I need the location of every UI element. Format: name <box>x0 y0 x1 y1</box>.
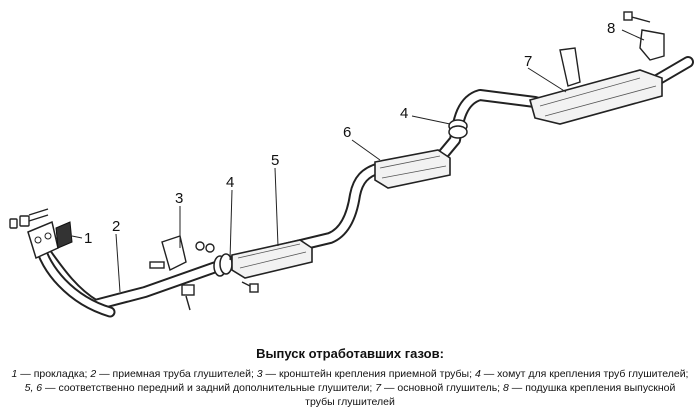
legend-text-5-6: — соответственно передний и задний допол… <box>42 382 376 394</box>
legend-text-8: — подушка крепления выпускной трубы глуш… <box>305 382 676 408</box>
legend-num-8: 8 <box>503 382 509 394</box>
legend-text-4: — хомут для крепления труб глушителей; <box>480 368 689 380</box>
callout-labels: 1 2 3 4 5 6 4 7 8 <box>84 20 615 247</box>
callout-leaders <box>71 29 645 293</box>
legend-num-7: 7 <box>375 382 382 394</box>
caption-title: Выпуск отработавших газов: <box>256 346 444 361</box>
figure-caption: Выпуск отработавших газов: 1 — прокладка… <box>0 346 700 409</box>
main-muffler <box>529 47 663 125</box>
legend-text-1: — прокладка; <box>17 368 91 380</box>
gasket-bolts <box>9 208 49 229</box>
callout-4-rear: 4 <box>400 105 408 122</box>
front-additional-muffler <box>231 239 313 279</box>
callout-7: 7 <box>524 53 532 70</box>
mounting-cushion <box>623 11 665 61</box>
rear-additional-muffler <box>374 149 451 189</box>
callout-3: 3 <box>175 190 183 207</box>
legend-num-5-6: 5, 6 <box>24 382 43 394</box>
legend-num-4: 4 <box>474 368 481 380</box>
legend-text-2: — приемная труба глушителей; <box>96 368 257 380</box>
callout-1: 1 <box>84 230 92 247</box>
gasket <box>27 220 73 260</box>
legend-num-3: 3 <box>256 368 263 380</box>
pipe-clamp-rear <box>448 119 468 139</box>
callout-5: 5 <box>271 152 279 169</box>
callout-2: 2 <box>112 218 120 235</box>
exhaust-system-diagram: 1 2 3 4 5 6 4 7 8 <box>9 11 694 318</box>
caption-legend: 1 — прокладка; 2 — приемная труба глушит… <box>10 367 690 409</box>
callout-4-front: 4 <box>226 174 234 191</box>
legend-text-7: — основной глушитель; <box>381 382 504 394</box>
callout-6: 6 <box>343 124 351 141</box>
callout-8: 8 <box>607 20 615 37</box>
legend-num-1: 1 <box>11 368 18 380</box>
legend-num-2: 2 <box>90 368 97 380</box>
pipe-clamp-front <box>213 253 233 277</box>
legend-text-3: — кронштейн крепления приемной трубы; <box>262 368 475 380</box>
